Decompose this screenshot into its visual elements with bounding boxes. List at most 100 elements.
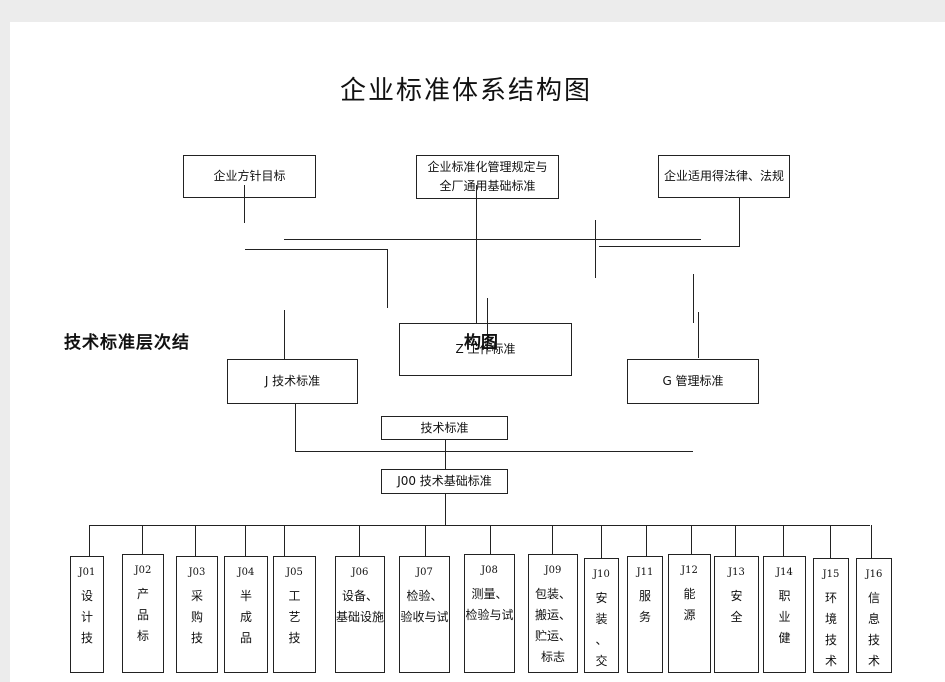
box-policy-label: 企业方针目标 <box>213 169 286 183</box>
connector-line <box>487 298 488 350</box>
subtitle-structure-diagram: 构图 <box>464 333 498 353</box>
j-standard-box-j14: J14 职业健 <box>763 556 806 673</box>
j-standard-code: J04 <box>237 567 255 578</box>
j-standard-box-j08: J08 测量、检验与试 <box>464 554 515 673</box>
connector-line <box>735 525 736 556</box>
connector-line <box>295 451 693 452</box>
j-standard-box-j16: J16 信息技术 <box>856 558 892 673</box>
j-standard-code: J16 <box>865 569 883 580</box>
connector-line <box>783 525 784 556</box>
j-standard-label: 包装、搬运、贮运、标志 <box>534 587 571 664</box>
box-z-work-std: Z 工作标准 <box>399 323 572 376</box>
box-g-mgmt-std: G 管理标准 <box>627 359 759 404</box>
j-standard-label: 产品标 <box>136 587 149 643</box>
j-standard-box-j03: J03 采购技 <box>176 556 218 673</box>
j-standard-label: 设备、基础设施 <box>336 589 385 624</box>
connector-line <box>284 525 285 556</box>
j-standard-box-j15: J15 环境技术 <box>813 558 849 673</box>
j-standard-label: 能源 <box>683 587 696 622</box>
box-tech-std: 技术标准 <box>381 416 508 440</box>
connector-line <box>871 525 872 558</box>
j-standard-label: 职业健 <box>778 589 791 645</box>
connector-line <box>359 525 360 556</box>
j-standard-code: J14 <box>776 567 793 578</box>
j-standard-code: J02 <box>134 565 152 576</box>
box-j-label: J 技术标准 <box>264 374 321 388</box>
connector-line <box>284 239 701 240</box>
j-standard-box-j12: J12 能源 <box>668 554 711 673</box>
j-standard-label: 工艺技 <box>288 589 301 645</box>
box-laws-label: 企业适用得法律、法规 <box>663 169 784 183</box>
j-standard-label: 信息技术 <box>867 591 880 668</box>
connector-line <box>89 525 90 556</box>
j-standard-label: 安装、交付 <box>595 591 608 668</box>
j-standard-code: J09 <box>544 565 562 576</box>
subtitle-tech-std-structure: 技术标准层次结 <box>64 333 190 353</box>
j-standard-code: J03 <box>188 567 206 578</box>
connector-line <box>284 310 285 359</box>
box-j00-basic-std: J00 技术基础标准 <box>381 469 508 494</box>
connector-line <box>739 198 740 246</box>
j-standard-code: J13 <box>728 567 745 578</box>
connector-line <box>693 274 694 323</box>
box-laws: 企业适用得法律、法规 <box>658 155 790 198</box>
j-standard-code: J12 <box>681 565 698 576</box>
box-mgmt-rules: 企业标准化管理规定与 全厂通用基础标准 <box>416 155 559 199</box>
j-standard-code: J15 <box>822 569 840 580</box>
j-standard-box-j07: J07 检验、验收与试 <box>399 556 450 673</box>
box-j-tech-std: J 技术标准 <box>227 359 358 404</box>
connector-line <box>244 185 245 223</box>
connector-line <box>646 525 647 556</box>
box-mgmt-rules-line2: 全厂通用基础标准 <box>439 179 536 193</box>
j-standard-box-j02: J02 产品标 <box>122 554 164 673</box>
connector-line <box>691 525 692 554</box>
j-standard-code: J06 <box>351 567 369 578</box>
connector-line <box>387 249 388 308</box>
j-standard-label: 设计技 <box>80 589 93 645</box>
box-g-label: G 管理标准 <box>662 374 724 388</box>
connector-line <box>595 220 596 278</box>
j-standard-label: 环境技术 <box>824 591 837 668</box>
connector-line <box>245 249 387 250</box>
j-standard-code: J10 <box>593 569 610 580</box>
j-standard-box-j10: J10 安装、交付 <box>584 558 619 673</box>
connector-line <box>445 494 446 526</box>
box-policy-goals: 企业方针目标 <box>183 155 316 198</box>
connector-line <box>601 525 602 558</box>
j-standard-box-j01: J01 设计技 <box>70 556 104 673</box>
j-standard-code: J01 <box>78 567 96 578</box>
j-standard-label: 采购技 <box>190 589 203 645</box>
box-j00-label: J00 技术基础标准 <box>397 474 492 488</box>
connector-line <box>599 246 740 247</box>
j-standard-label: 服务 <box>638 589 651 624</box>
j-standard-label: 检验、验收与试 <box>400 589 449 624</box>
j-standard-label: 半成品 <box>239 589 252 645</box>
connector-line <box>142 525 143 554</box>
connector-line <box>552 525 553 554</box>
connector-line <box>195 525 196 556</box>
j-standard-label: 安全 <box>730 589 743 624</box>
connector-line <box>425 525 426 556</box>
j-standard-box-j05: J05 工艺技 <box>273 556 316 673</box>
connector-line <box>490 525 491 554</box>
connector-line <box>245 525 246 556</box>
box-tech-std-label: 技术标准 <box>420 420 469 435</box>
j-standard-box-j09: J09 包装、搬运、贮运、标志 <box>528 554 578 673</box>
j-standard-code: J07 <box>416 567 433 578</box>
j-standard-box-j13: J13 安全 <box>714 556 759 673</box>
j-standard-box-j04: J04 半成品 <box>224 556 268 673</box>
box-mgmt-rules-line1: 企业标准化管理规定与 <box>427 160 548 174</box>
connector-line <box>295 404 296 452</box>
j-standard-label: 测量、检验与试 <box>465 587 514 622</box>
connector-line <box>830 525 831 558</box>
connector-line <box>698 312 699 358</box>
box-z-label: Z 工作标准 <box>455 342 516 356</box>
j-standard-code: J05 <box>286 567 303 578</box>
page-title: 企业标准体系结构图 <box>340 76 593 106</box>
connector-line <box>445 440 446 470</box>
connector-line <box>89 525 870 526</box>
j-standard-code: J11 <box>636 567 654 578</box>
connector-line <box>476 185 477 325</box>
j-standard-code: J08 <box>481 565 498 576</box>
j-standard-box-j11: J11 服务 <box>627 556 663 673</box>
